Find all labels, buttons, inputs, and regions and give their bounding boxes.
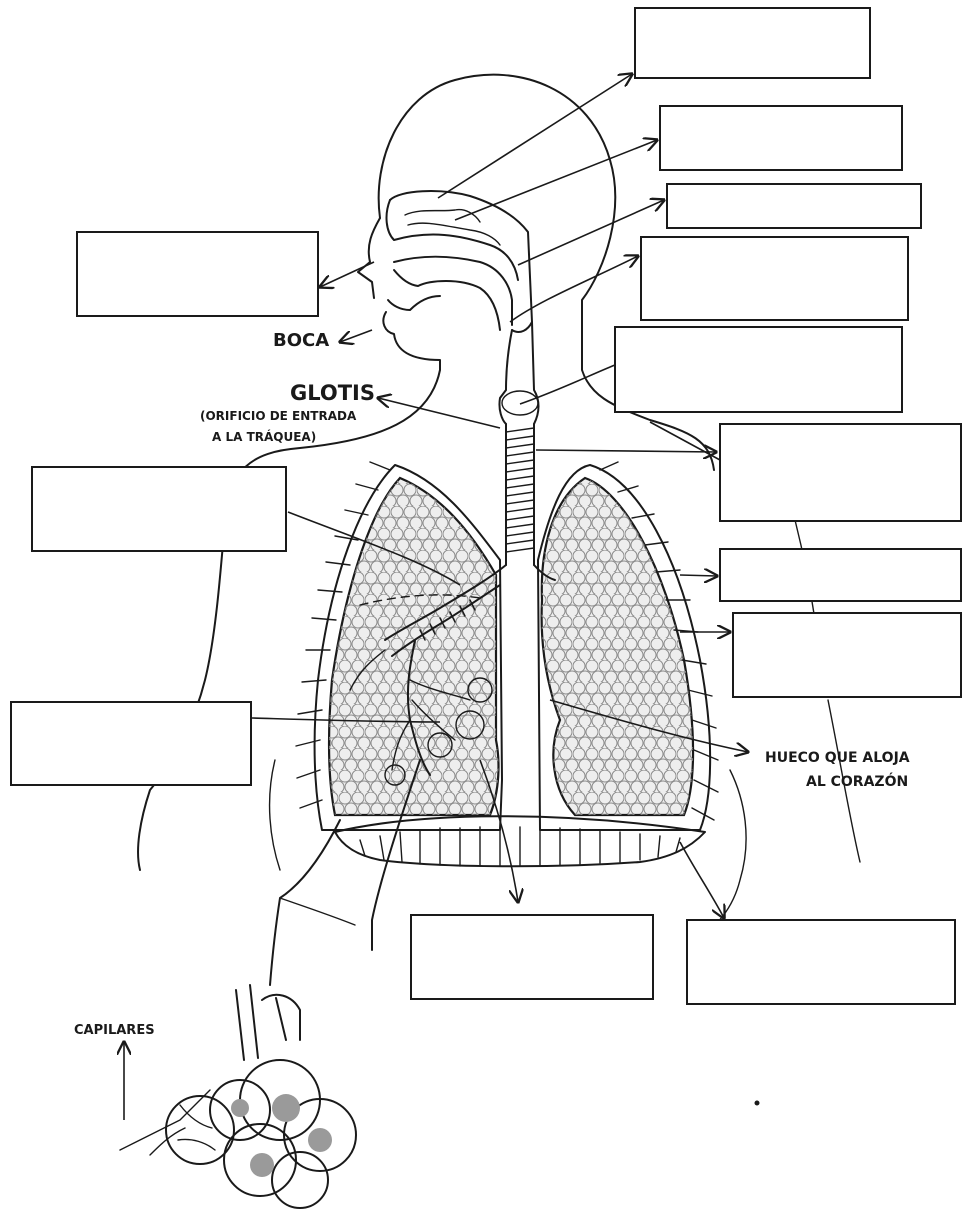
dot-mark bbox=[755, 1101, 760, 1106]
answer-box-3[interactable] bbox=[667, 184, 921, 228]
label-hueco-2: AL CORAZÓN bbox=[806, 772, 908, 790]
label-glotis-desc-1: (ORIFICIO DE ENTRADA bbox=[200, 409, 357, 423]
answer-box-11[interactable] bbox=[11, 702, 251, 785]
answer-box-13[interactable] bbox=[687, 920, 955, 1004]
answer-box-9[interactable] bbox=[720, 549, 961, 601]
right-lung-group bbox=[538, 465, 710, 830]
diaphragm bbox=[335, 816, 705, 866]
alveoli-cluster bbox=[120, 985, 356, 1208]
nasal-cavity bbox=[387, 191, 532, 332]
answer-box-10[interactable] bbox=[733, 613, 961, 697]
answer-box-5[interactable] bbox=[615, 327, 902, 412]
answer-box-4[interactable] bbox=[641, 237, 908, 320]
label-hueco-1: HUECO QUE ALOJA bbox=[765, 750, 910, 766]
answer-box-2[interactable] bbox=[660, 106, 902, 170]
label-capilares: CAPILARES bbox=[74, 1023, 155, 1038]
tracheal-rings bbox=[506, 428, 534, 552]
label-boca: BOCA bbox=[273, 330, 329, 351]
answer-box-7[interactable] bbox=[720, 424, 961, 521]
airway bbox=[499, 322, 538, 565]
answer-box-6[interactable] bbox=[77, 232, 318, 316]
answer-boxes bbox=[11, 8, 961, 1004]
label-glotis-desc-2: A LA TRÁQUEA) bbox=[212, 429, 316, 444]
answer-box-8[interactable] bbox=[32, 467, 286, 551]
answer-box-1[interactable] bbox=[635, 8, 870, 78]
label-glotis: GLOTIS bbox=[290, 381, 375, 405]
answer-box-12[interactable] bbox=[411, 915, 653, 999]
left-lung-group bbox=[315, 465, 502, 830]
